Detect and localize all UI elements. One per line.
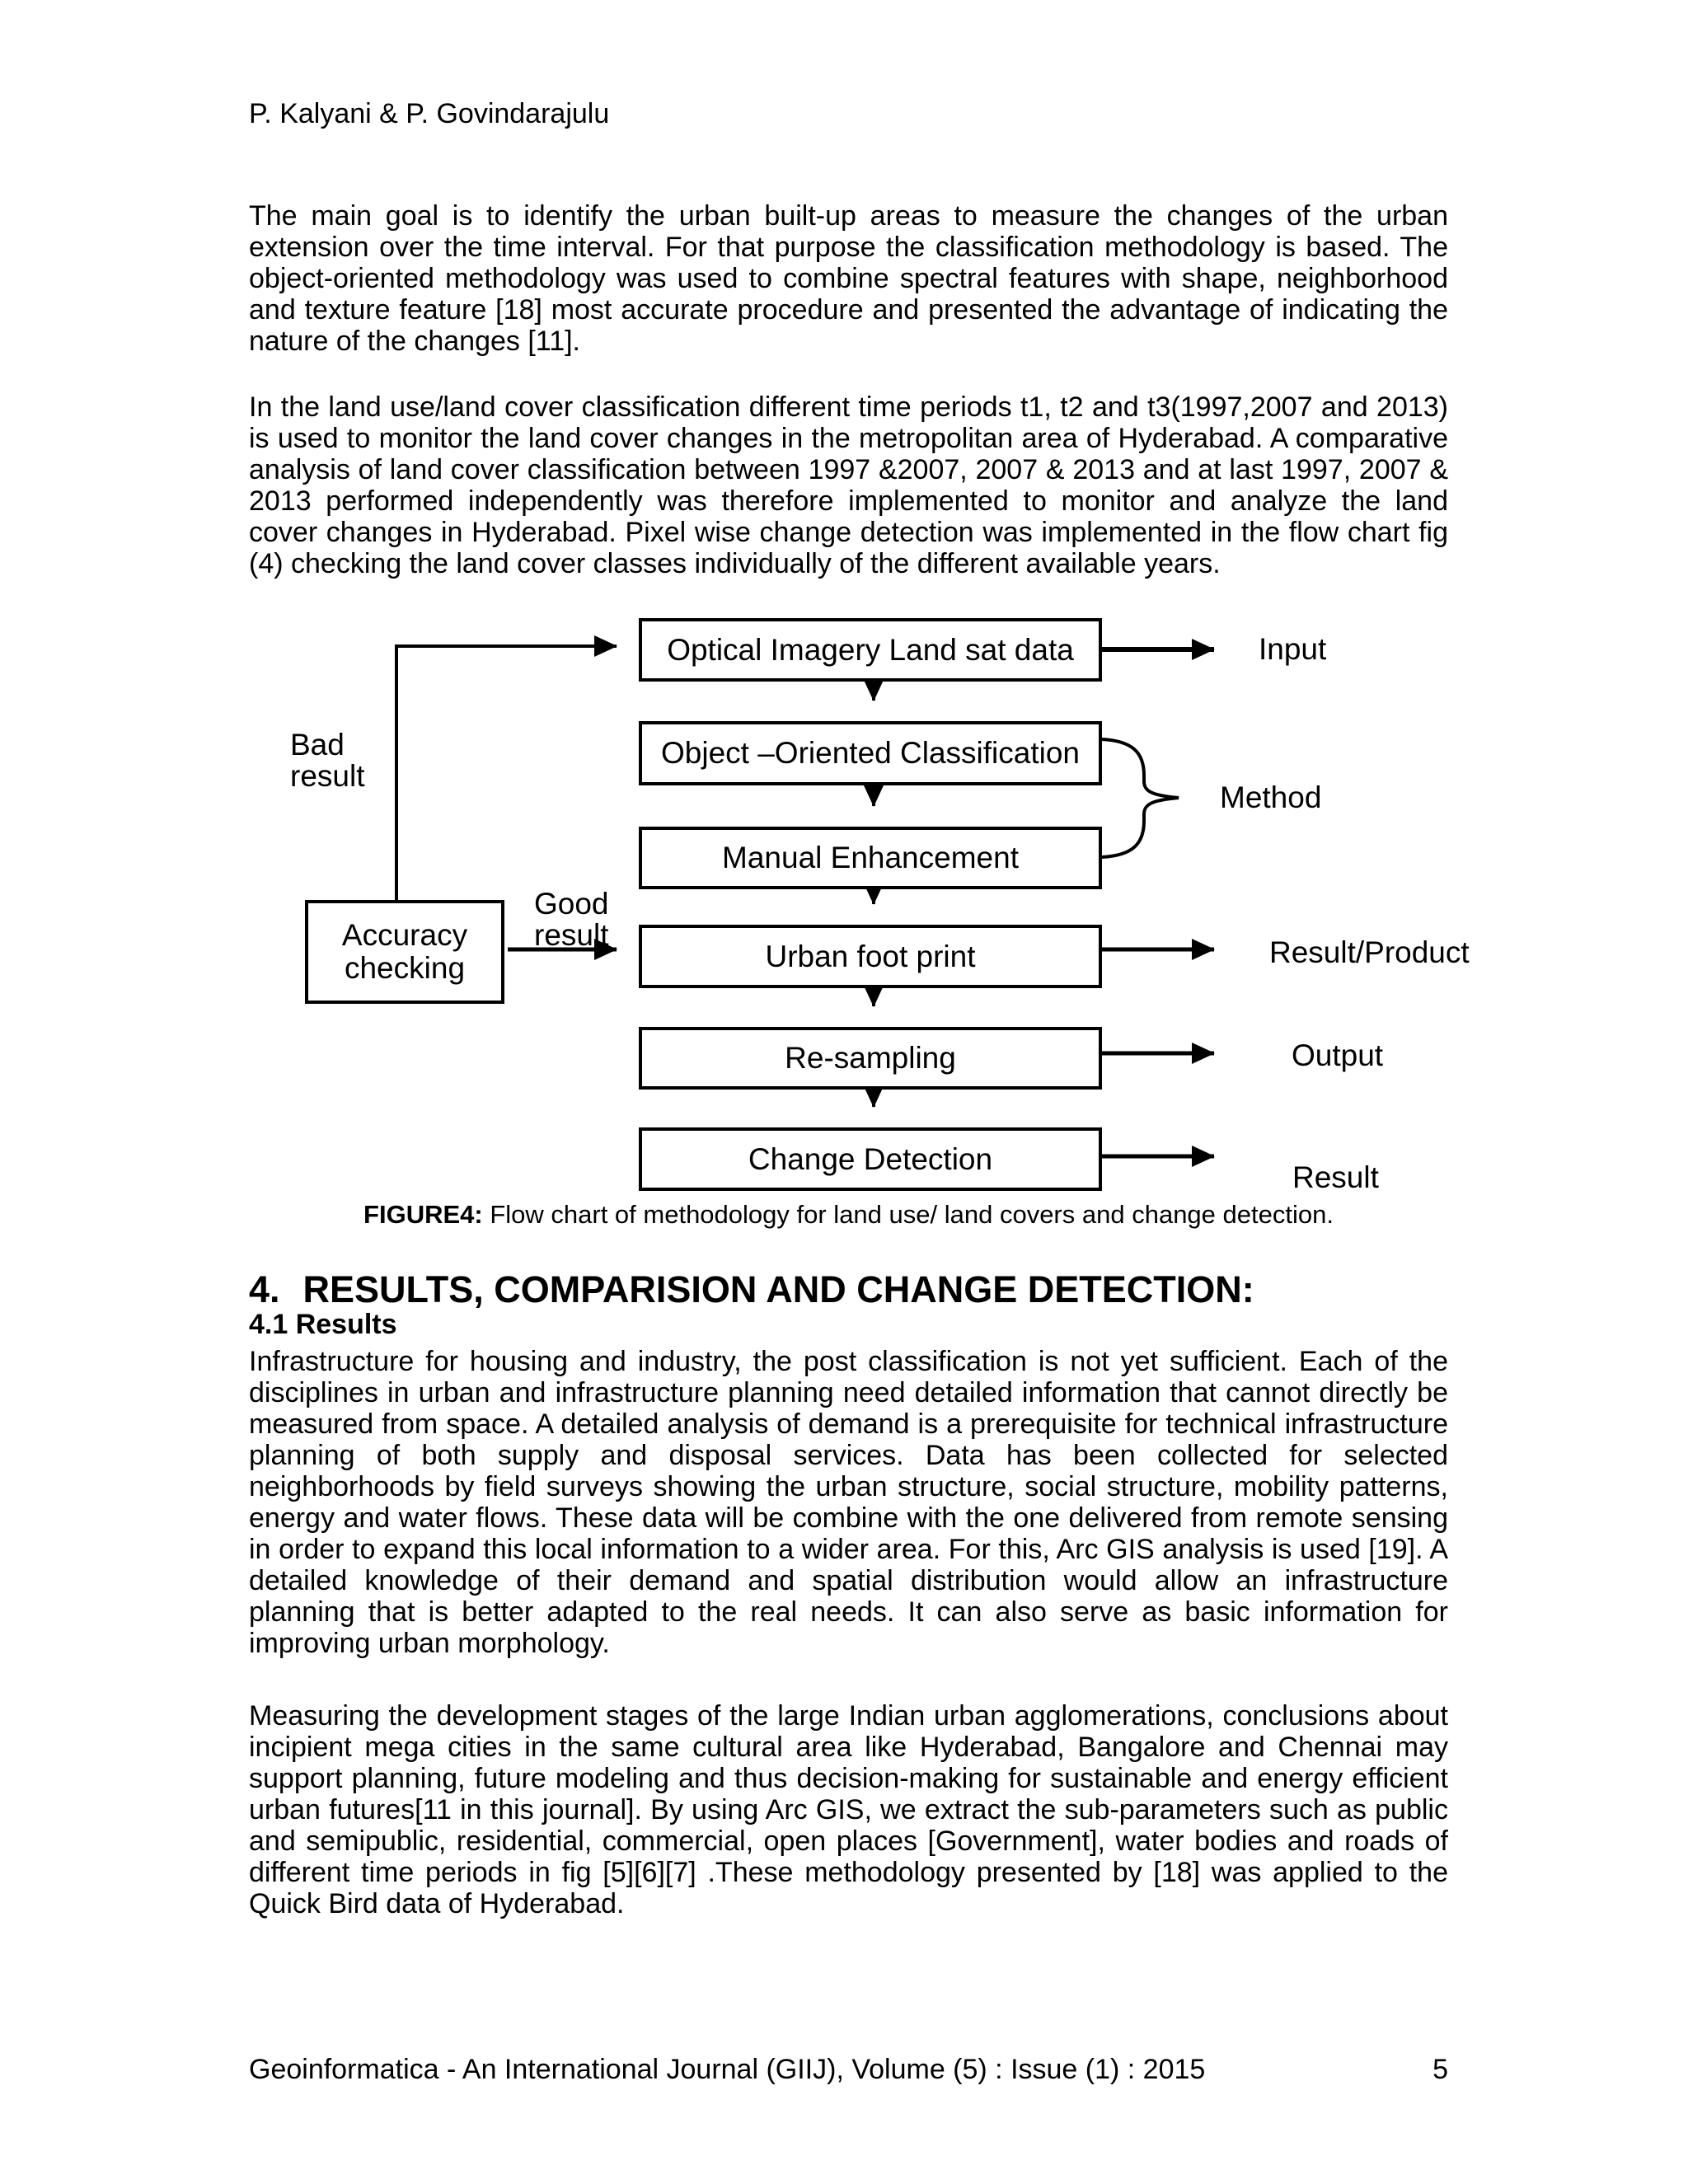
flow-label-result-product: Result/Product xyxy=(1269,935,1470,969)
flow-box-object-oriented-classification: Object –Oriented Classification xyxy=(639,721,1102,785)
section-number: 4. xyxy=(249,1268,280,1310)
flow-label-good-result: Good result xyxy=(534,887,609,952)
running-header-authors: P. Kalyani & P. Govindarajulu xyxy=(249,98,610,129)
flow-box-object-oriented-classification-label: Object –Oriented Classification xyxy=(661,736,1080,770)
figure-caption-label: FIGURE4: xyxy=(363,1200,483,1229)
page-footer: Geoinformatica - An International Journa… xyxy=(249,2054,1448,2085)
flow-box-manual-enhancement-label: Manual Enhancement xyxy=(722,841,1019,874)
method-brace xyxy=(1101,738,1179,859)
connector-bad-result xyxy=(395,635,617,900)
flow-box-change-detection-label: Change Detection xyxy=(748,1141,993,1176)
paragraph-main-goal: The main goal is to identify the urban b… xyxy=(249,200,1448,357)
flow-box-change-detection: Change Detection xyxy=(639,1127,1102,1191)
flow-label-output: Output xyxy=(1292,1038,1384,1072)
figure-caption: FIGURE4: Flow chart of methodology for l… xyxy=(249,1199,1448,1230)
flow-box-accuracy-checking-label: Accuracy checking xyxy=(341,918,468,985)
flow-box-urban-foot-print: Urban foot print xyxy=(639,925,1102,988)
flow-box-resampling-label: Re-sampling xyxy=(785,1041,956,1075)
flow-label-method: Method xyxy=(1220,780,1322,814)
flow-box-optical-imagery: Optical Imagery Land sat data xyxy=(639,618,1102,682)
paragraph-results: Infrastructure for housing and industry,… xyxy=(249,1346,1448,1659)
flow-box-accuracy-checking: Accuracy checking xyxy=(305,900,504,1004)
footer-journal-line: Geoinformatica - An International Journa… xyxy=(249,2054,1206,2085)
figure-caption-text: Flow chart of methodology for land use/ … xyxy=(482,1200,1334,1229)
paragraph-measuring-development: Measuring the development stages of the … xyxy=(249,1700,1448,1919)
flow-box-urban-foot-print-label: Urban foot print xyxy=(765,939,976,973)
section-title: RESULTS, COMPARISION AND CHANGE DETECTIO… xyxy=(302,1268,1254,1310)
flow-label-input: Input xyxy=(1259,632,1327,666)
flow-label-result: Result xyxy=(1292,1160,1379,1194)
paragraph-land-use-classification: In the land use/land cover classificatio… xyxy=(249,391,1448,579)
section-heading: 4. RESULTS, COMPARISION AND CHANGE DETECT… xyxy=(249,1269,1448,1310)
subsection-heading: 4.1 Results xyxy=(249,1309,397,1340)
flow-label-bad-result: Bad result xyxy=(290,728,365,793)
footer-page-number: 5 xyxy=(1432,2054,1448,2085)
flow-box-manual-enhancement: Manual Enhancement xyxy=(639,827,1102,889)
flow-box-optical-imagery-label: Optical Imagery Land sat data xyxy=(667,632,1074,667)
flow-box-resampling: Re-sampling xyxy=(639,1027,1102,1090)
flowchart-connectors xyxy=(395,635,1215,1167)
